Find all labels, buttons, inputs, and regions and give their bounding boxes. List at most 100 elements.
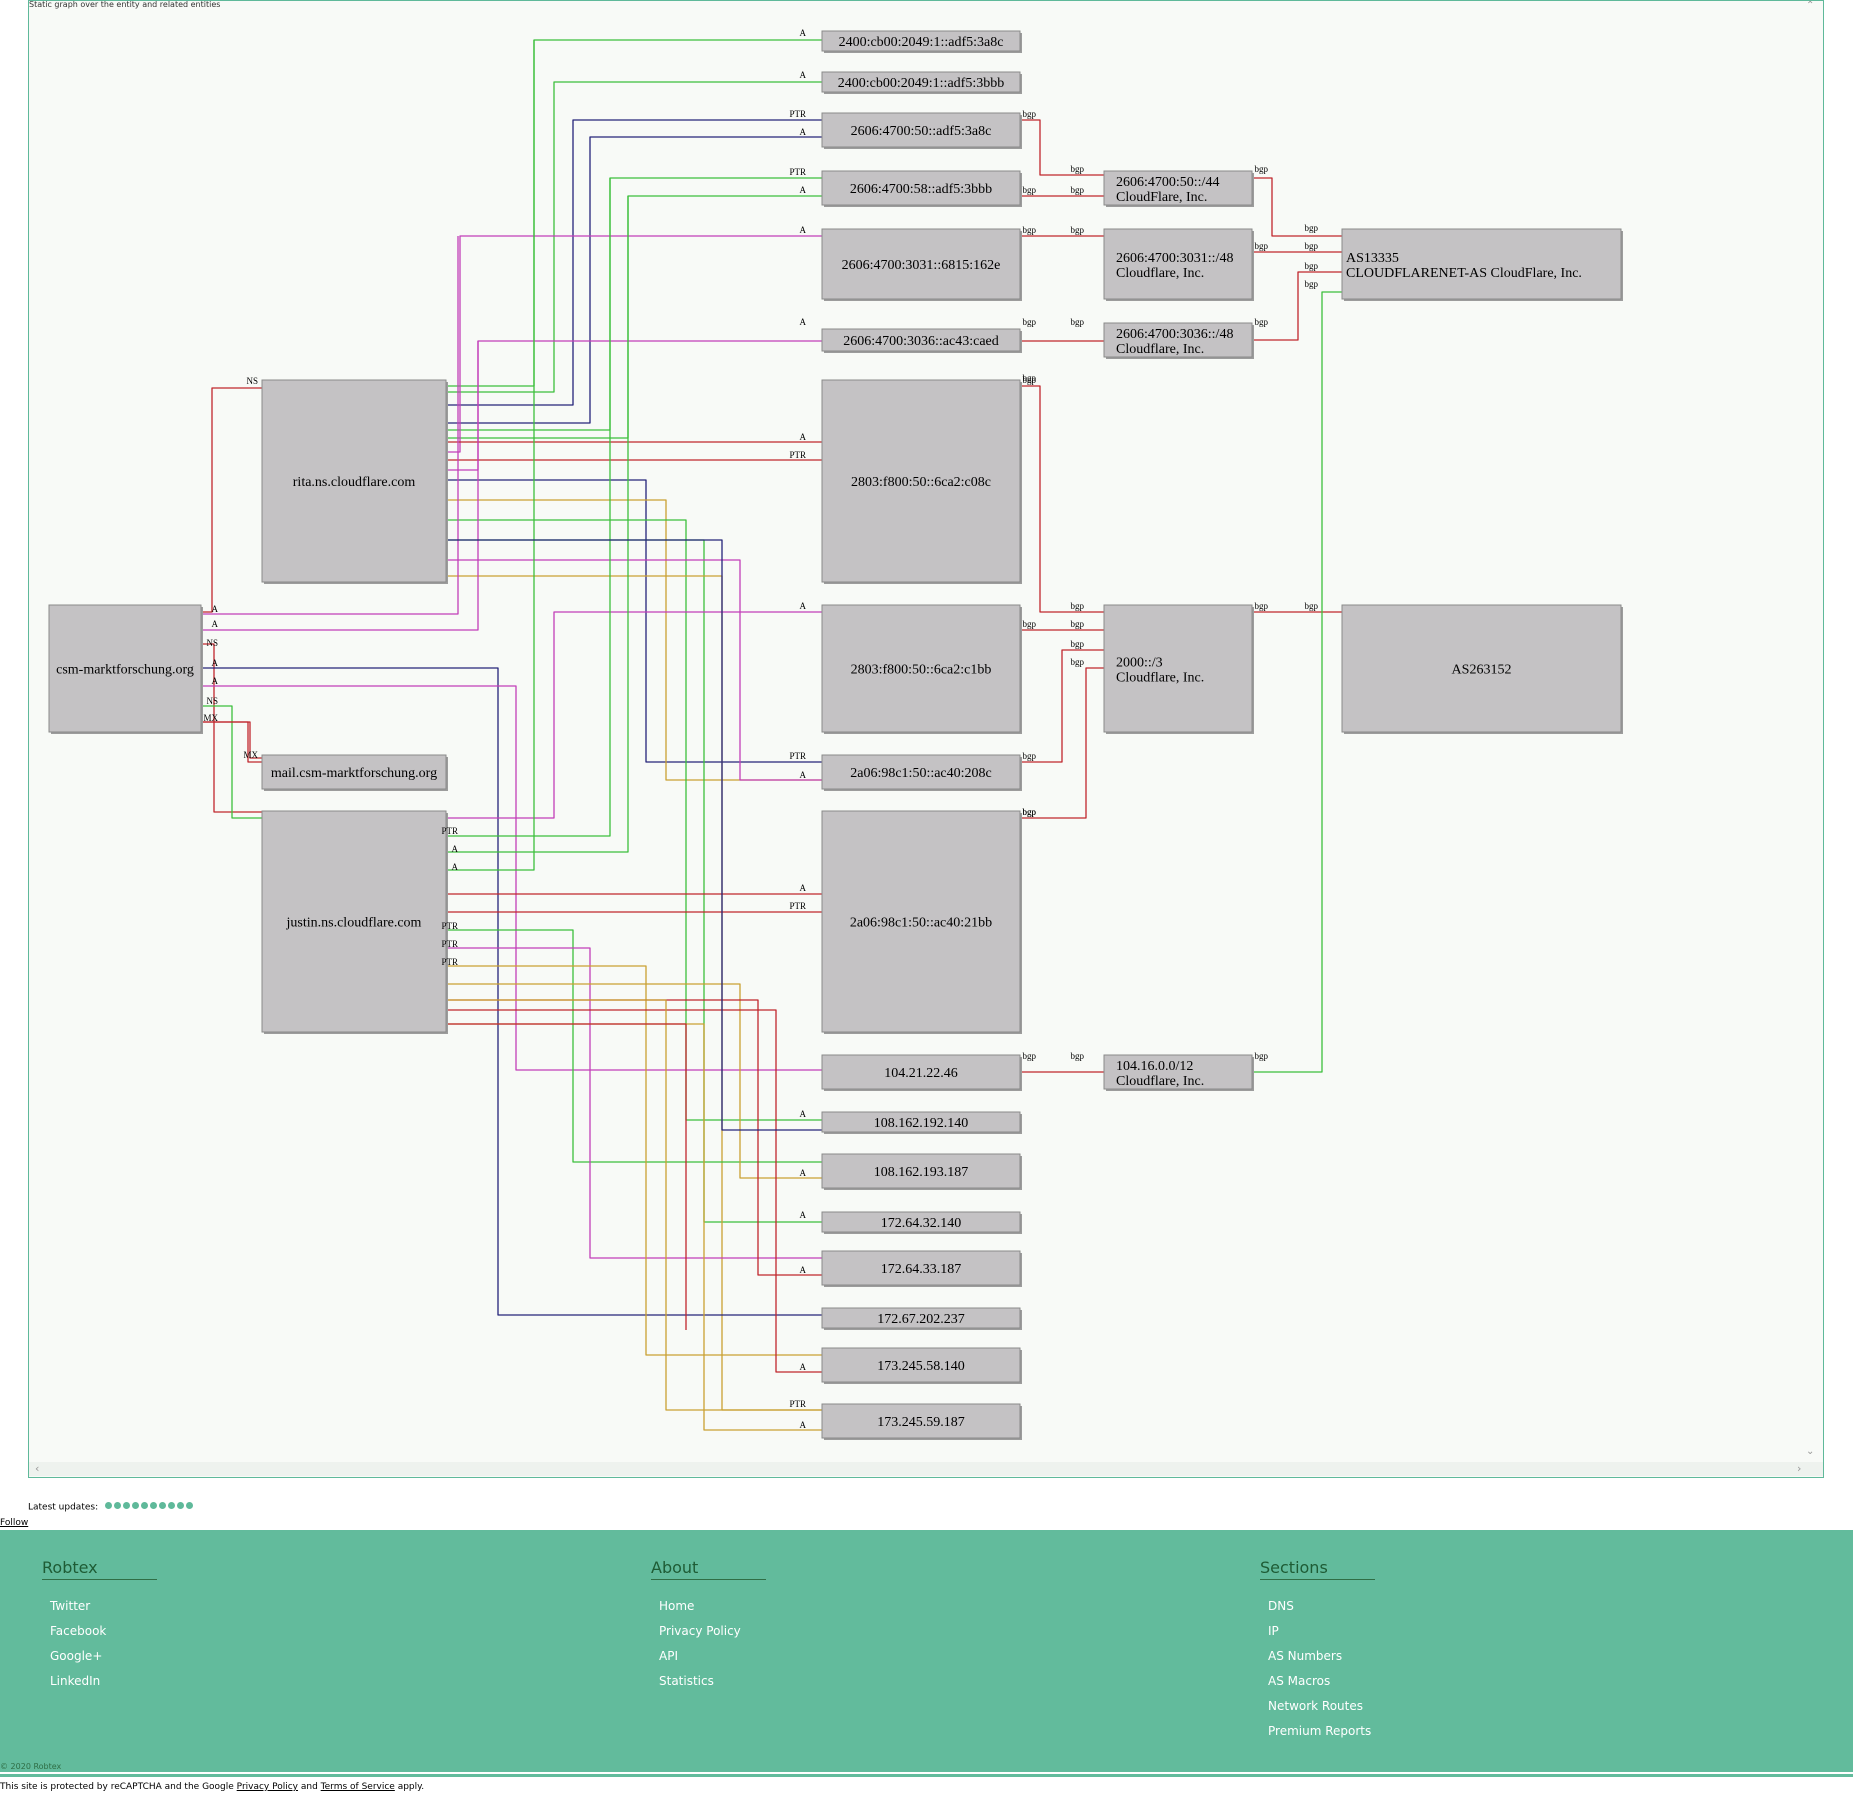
node-sublabel: Cloudflare, Inc. (1116, 266, 1204, 281)
edge (446, 999, 822, 1276)
scroll-right-icon[interactable]: › (1797, 1462, 1802, 1475)
edge-label: bgp (1255, 1051, 1269, 1061)
node-v6f[interactable]: 2606:4700:3036::ac43:caed (821, 328, 1022, 353)
recaptcha-privacy-link[interactable]: Privacy Policy (236, 1782, 299, 1792)
node-justin[interactable]: justin.ns.cloudflare.com (261, 810, 448, 1034)
edge-label: bgp (1071, 225, 1085, 235)
footer-link-premium-reports[interactable]: Premium Reports (1268, 1724, 1372, 1738)
node-v6c[interactable]: 2606:4700:50::adf5:3a8c (821, 112, 1022, 149)
footer-link-as-macros[interactable]: AS Macros (1268, 1674, 1331, 1688)
footer-link-api[interactable]: API (659, 1649, 678, 1663)
node-box (821, 1403, 1021, 1439)
edge-label: A (212, 604, 219, 614)
node-v6a[interactable]: 2400:cb00:2049:1::adf5:3a8c (821, 30, 1022, 53)
footer-link-dns[interactable]: DNS (1268, 1599, 1294, 1613)
node-label: 2a06:98c1:50::ac40:208c (850, 766, 992, 781)
node-ip3[interactable]: 108.162.193.187 (821, 1153, 1022, 1190)
edge-label: A (452, 844, 459, 854)
edge-label: PTR (789, 167, 806, 177)
edge-label: bgp (1023, 317, 1037, 327)
edge-label: bgp (1071, 601, 1085, 611)
edge (201, 705, 262, 819)
recaptcha-terms-link[interactable]: Terms of Service (320, 1782, 395, 1792)
edge-label: bgp (1305, 601, 1319, 611)
node-ip5[interactable]: 172.64.33.187 (821, 1250, 1022, 1287)
footer-link-googleplus[interactable]: Google+ (50, 1649, 103, 1663)
node-ip4[interactable]: 172.64.32.140 (821, 1211, 1022, 1234)
edge (201, 667, 822, 1316)
node-label: AS263152 (1452, 663, 1512, 678)
footer-title-about: About (651, 1558, 766, 1580)
node-v6i[interactable]: 2a06:98c1:50::ac40:208c (821, 754, 1022, 791)
scroll-left-icon[interactable]: ‹ (35, 1462, 40, 1475)
edge (446, 40, 535, 871)
recaptcha-prefix: This site is protected by reCAPTCHA and … (0, 1782, 237, 1792)
follow-link[interactable]: Follow (0, 1518, 29, 1528)
node-v6j[interactable]: 2a06:98c1:50::ac40:21bb (821, 810, 1022, 1034)
node-ip7[interactable]: 173.245.58.140 (821, 1347, 1022, 1384)
horizontal-scrollbar[interactable]: ‹ › (29, 1462, 1823, 1476)
footer-link-ip[interactable]: IP (1268, 1624, 1279, 1638)
node-label: 108.162.193.187 (874, 1165, 969, 1180)
edge (201, 721, 262, 759)
node-rita[interactable]: rita.ns.cloudflare.com (261, 379, 448, 584)
edge-label: A (800, 601, 807, 611)
edge-label: bgp (1305, 223, 1319, 233)
node-box (821, 1307, 1021, 1329)
node-csm[interactable]: csm-marktforschung.org (48, 604, 203, 734)
node-label: 2400:cb00:2049:1::adf5:3a8c (839, 35, 1004, 50)
edge-label: A (800, 1362, 807, 1372)
edge (1020, 649, 1104, 763)
footer-link-network-routes[interactable]: Network Routes (1268, 1699, 1364, 1713)
node-v6g[interactable]: 2803:f800:50::6ca2:c08c (821, 379, 1022, 584)
footer-link-linkedin[interactable]: LinkedIn (50, 1674, 101, 1688)
footer-link-twitter[interactable]: Twitter (50, 1599, 91, 1613)
node-label: 2606:4700:3031::6815:162e (842, 258, 1001, 273)
edge-label: PTR (789, 1399, 806, 1409)
node-as2[interactable]: AS263152 (1341, 604, 1623, 734)
node-v6b[interactable]: 2400:cb00:2049:1::adf5:3bbb (821, 71, 1022, 94)
footer-link-as-numbers[interactable]: AS Numbers (1268, 1649, 1343, 1663)
node-box (261, 754, 447, 790)
edge-label: bgp (1023, 225, 1037, 235)
edge (446, 947, 822, 1259)
edge (201, 643, 262, 813)
entity-graph[interactable]: 2400:cb00:2049:1::adf5:3a8c2400:cb00:204… (0, 0, 1853, 1478)
scroll-down-icon[interactable]: ⌄ (1806, 1446, 1815, 1457)
node-ip8[interactable]: 173.245.59.187 (821, 1403, 1022, 1440)
edge-labels: AAPTRAPTRAAAAPTRPTRAANSAANSAANSMXMXAPTRA… (203, 28, 1318, 1430)
node-sublabel: Cloudflare, Inc. (1116, 1074, 1204, 1089)
footer-link-statistics[interactable]: Statistics (659, 1674, 714, 1688)
node-ip2[interactable]: 108.162.192.140 (821, 1111, 1022, 1134)
footer-link-facebook[interactable]: Facebook (50, 1624, 107, 1638)
footer-link-home[interactable]: Home (659, 1599, 695, 1613)
node-ip6[interactable]: 172.67.202.237 (821, 1307, 1022, 1330)
graph-caption: Static graph over the entity and related… (29, 0, 221, 9)
node-box (821, 1250, 1021, 1286)
footer: Robtex Twitter Facebook Google+ LinkedIn… (0, 1530, 1853, 1777)
edge-label: A (212, 676, 219, 686)
update-dots[interactable] (104, 1502, 195, 1512)
edge (446, 136, 822, 424)
scroll-up-icon[interactable]: ⌃ (1806, 0, 1815, 11)
edge-label: PTR (789, 751, 806, 761)
node-v6h[interactable]: 2803:f800:50::6ca2:c1bb (821, 604, 1022, 734)
node-ip1[interactable]: 104.21.22.46 (821, 1054, 1022, 1091)
node-box (821, 170, 1021, 206)
node-mail[interactable]: mail.csm-marktforschung.org (261, 754, 448, 791)
node-sublabel: Cloudflare, Inc. (1116, 342, 1204, 357)
edge-label: PTR (789, 450, 806, 460)
nodes: 2400:cb00:2049:1::adf5:3a8c2400:cb00:204… (48, 30, 1623, 1440)
node-v6d[interactable]: 2606:4700:58::adf5:3bbb (821, 170, 1022, 207)
footer-link-privacy[interactable]: Privacy Policy (659, 1624, 741, 1638)
edge-label: A (212, 658, 219, 668)
node-v6e[interactable]: 2606:4700:3031::6815:162e (821, 228, 1022, 301)
recaptcha-suffix: apply. (394, 1782, 425, 1792)
edge-label: bgp (1255, 317, 1269, 327)
